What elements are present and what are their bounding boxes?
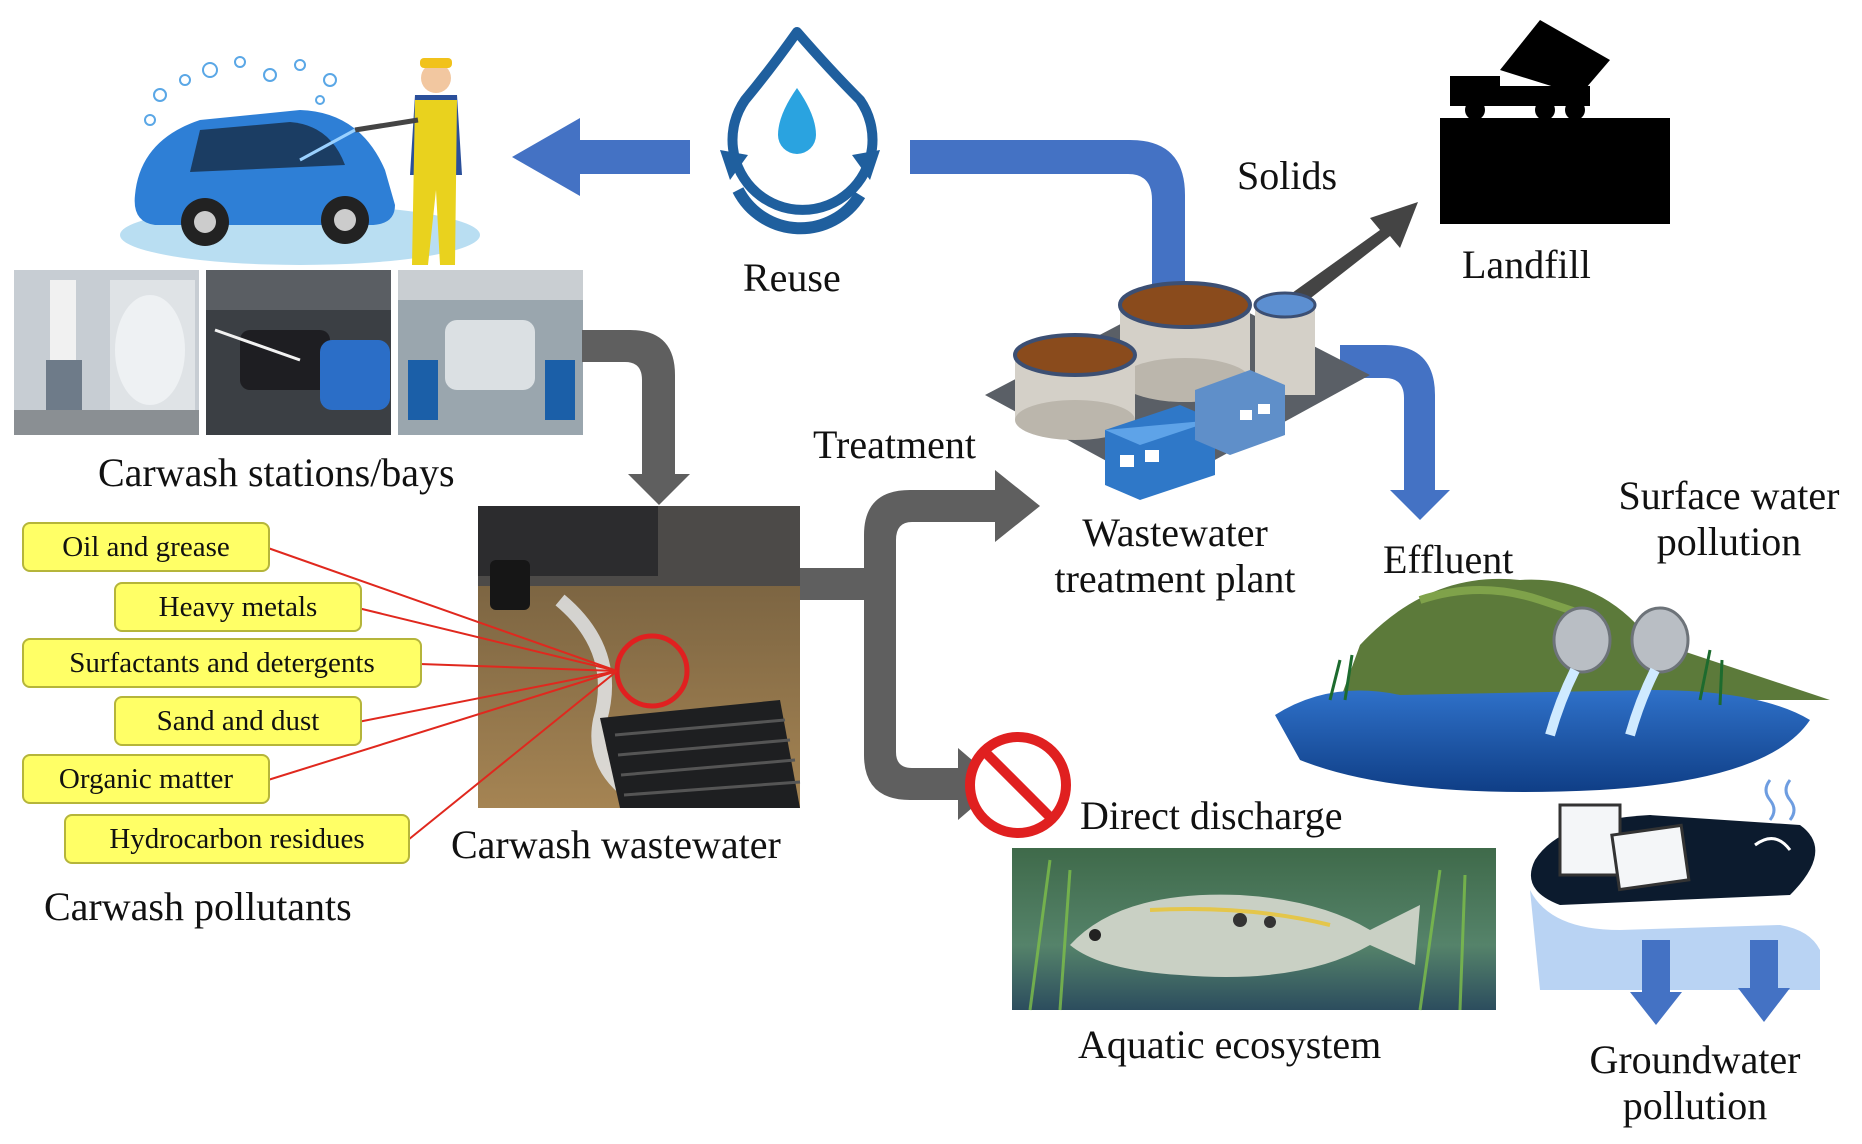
groundwater-label-line1: Groundwater (1589, 1037, 1801, 1082)
pollutant-box-sand: Sand and dust (114, 696, 362, 746)
surface-water-label-line1: Surface water (1618, 473, 1840, 518)
water-reuse-icon (720, 27, 880, 235)
landfill-label: Landfill (1462, 242, 1591, 287)
solids-label: Solids (1237, 153, 1338, 198)
pollutant-link-lines (267, 547, 618, 841)
treatment-plant-illustration (985, 281, 1370, 500)
no-entry-icon (965, 732, 1071, 838)
surface-water-label: Surface water pollution (1598, 473, 1860, 565)
aquatic-ecosystem-label: Aquatic ecosystem (1078, 1022, 1382, 1067)
treatment-label: Treatment (813, 422, 976, 467)
leaking-barrel-illustration (1530, 779, 1820, 1025)
carwash-pollutants-label: Carwash pollutants (44, 884, 352, 929)
pollutant-box-oil: Oil and grease (22, 522, 270, 572)
carwash-wastewater-label: Carwash wastewater (451, 822, 781, 867)
stations-label: Carwash stations/bays (98, 450, 455, 495)
pollutant-box-organic: Organic matter (22, 754, 270, 804)
surface-water-label-line2: pollution (1656, 519, 1802, 564)
wwtp-label-line2: treatment plant (1054, 556, 1296, 601)
grey-flow-arrows (582, 202, 1418, 820)
pollutant-box-metals: Heavy metals (114, 582, 362, 632)
wwtp-label-line1: Wastewater (1082, 510, 1268, 555)
car-wash-illustration (120, 56, 480, 265)
carwash-wastewater-photo (478, 506, 801, 808)
fish-photo (1012, 848, 1496, 1011)
pollutant-box-hydrocarbon: Hydrocarbon residues (64, 814, 410, 864)
groundwater-label: Groundwater pollution (1555, 1037, 1835, 1129)
effluent-label: Effluent (1383, 537, 1514, 582)
wwtp-label: Wastewater treatment plant (1030, 510, 1320, 602)
dump-truck-icon (1440, 20, 1670, 224)
pollutant-box-surfactants: Surfactants and detergents (22, 638, 422, 688)
pipe-outfall-illustration (1275, 578, 1830, 792)
direct-discharge-label: Direct discharge (1080, 793, 1343, 838)
reuse-label: Reuse (743, 255, 841, 300)
groundwater-label-line2: pollution (1622, 1083, 1768, 1128)
carwash-photos (14, 270, 583, 435)
